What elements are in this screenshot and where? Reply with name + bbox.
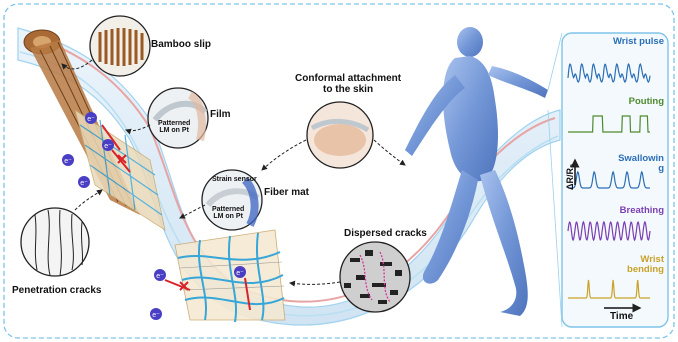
signal-label-swallowing: Swallowin g	[618, 154, 664, 174]
svg-text:e⁻: e⁻	[87, 116, 95, 123]
conformal-attachment-label: Conformal attachment to the skin	[295, 74, 401, 95]
film-label: Film	[210, 110, 231, 121]
skin-callout	[307, 102, 373, 168]
dispersed-cracks-label: Dispersed cracks	[344, 229, 427, 240]
penetration-cracks-label: Penetration cracks	[12, 286, 102, 297]
human-body-figure	[405, 27, 548, 316]
strain-sensor-label: Strain sensor	[212, 176, 257, 183]
skin-callout-arrow-left	[262, 140, 306, 170]
svg-text:e⁻: e⁻	[80, 180, 88, 187]
svg-text:e⁻: e⁻	[104, 143, 112, 150]
penetration-callout-arrow	[75, 190, 102, 210]
x-axis-label: Time	[610, 312, 633, 323]
signal-label-pouting: Pouting	[629, 97, 664, 107]
fiber-mat-label: Fiber mat	[264, 188, 309, 199]
dispersed-cracks-callout	[340, 242, 410, 312]
signal-label-wrist-pulse: Wrist pulse	[613, 37, 664, 47]
dispersed-callout-arrow	[290, 282, 340, 284]
svg-text:e⁻: e⁻	[64, 158, 72, 165]
y-axis-label: ΔR/R₀	[565, 164, 575, 190]
signal-label-breathing: Breathing	[620, 206, 664, 216]
svg-text:e⁻: e⁻	[152, 312, 160, 319]
svg-text:e⁻: e⁻	[236, 270, 244, 277]
patterned-lm-film-label: Patterned LM on Pt	[158, 120, 190, 135]
panel-connector	[548, 33, 562, 327]
skin-callout-arrow-right	[374, 140, 405, 165]
svg-text:e⁻: e⁻	[156, 273, 164, 280]
patterned-lm-fiber-label: Patterned LM on Pt	[212, 206, 244, 221]
penetration-cracks-callout	[21, 208, 89, 276]
fiber-mat-grid	[175, 230, 285, 322]
bamboo-slip-callout	[90, 16, 150, 76]
signal-label-wrist-bending: Wrist bending	[627, 255, 664, 275]
film-callout	[148, 88, 208, 148]
bamboo-slip-label: Bamboo slip	[151, 40, 211, 51]
